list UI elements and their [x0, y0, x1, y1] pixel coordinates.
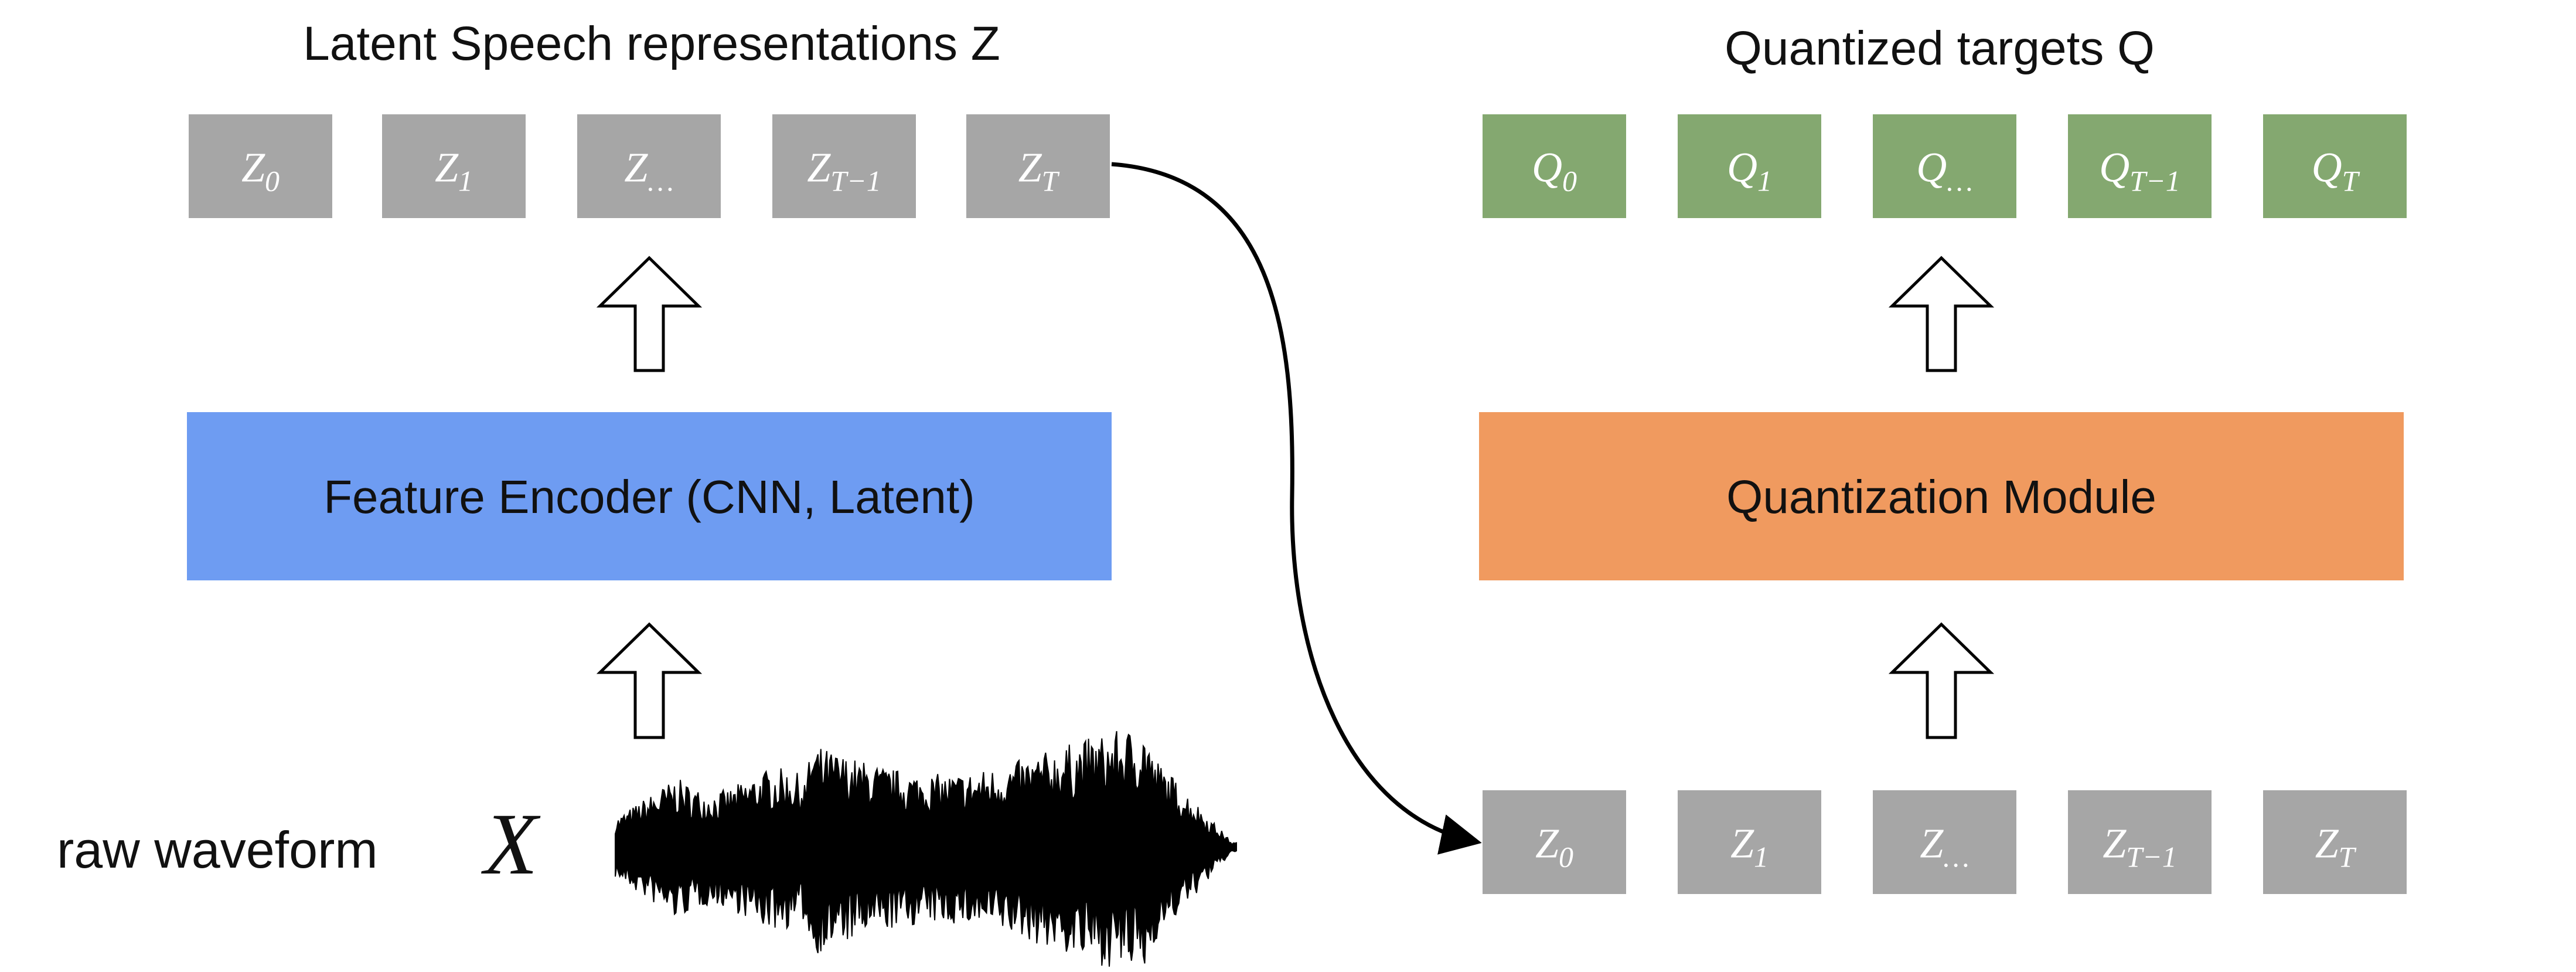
quantized-target-row: Q0 Q1 Q… QT−1 QT: [1483, 114, 2407, 218]
quantizer-input: ZT: [2263, 790, 2407, 894]
quantizer-input: Z…: [1873, 790, 2016, 894]
quantizer-input: Z0: [1483, 790, 1626, 894]
quantized-target: Q0: [1483, 114, 1626, 218]
feature-encoder-label: Feature Encoder (CNN, Latent): [323, 471, 975, 523]
quantizer-input-label: Z0: [1535, 820, 1573, 874]
latent-token-row: Z0 Z1 Z… ZT−1 ZT: [189, 114, 1110, 218]
block-arrows: [596, 256, 1995, 739]
latent-token-label: ZT−1: [807, 144, 881, 198]
quantized-target-label: Q…: [1916, 144, 1972, 198]
quantized-target: Q…: [1873, 114, 2016, 218]
quantized-target-box: [1483, 114, 1626, 218]
quantizer-input-label: Z1: [1730, 820, 1769, 874]
quantized-target-box: [2263, 114, 2407, 218]
quantizer-input-box: [2263, 790, 2407, 894]
quantizer-input: ZT−1: [2068, 790, 2212, 894]
quantized-target-label: Q1: [1727, 144, 1772, 198]
arrow-waveform-to-encoder: [596, 622, 703, 739]
quantizer-input-box: [1873, 790, 2016, 894]
quantizer-input-box: [1483, 790, 1626, 894]
feature-encoder-block: Feature Encoder (CNN, Latent): [187, 412, 1112, 580]
latent-token-label: Z0: [241, 144, 280, 198]
quantized-target-label: QT: [2312, 144, 2360, 198]
waveform-graphic: [615, 731, 1237, 967]
raw-waveform-label: raw waveform: [57, 821, 378, 879]
arrow-module-to-targets: [1888, 256, 1995, 372]
quantization-module-label: Quantization Module: [1726, 471, 2156, 523]
quantizer-input-label: ZT−1: [2103, 820, 2177, 874]
quantized-target-label: Q0: [1532, 144, 1577, 198]
quantizer-input-box: [2068, 790, 2212, 894]
latent-token-label: Z1: [435, 144, 473, 198]
quantized-target: Q1: [1678, 114, 1821, 218]
latent-token-label: ZT: [1018, 144, 1060, 198]
latent-token: ZT: [966, 114, 1110, 218]
latent-token-box: [772, 114, 916, 218]
quantized-target-box: [1678, 114, 1821, 218]
latent-token-box: [577, 114, 721, 218]
latent-token: ZT−1: [772, 114, 916, 218]
latent-title: Latent Speech representations Z: [303, 17, 1000, 70]
quantized-target-box: [2068, 114, 2212, 218]
quantized-title: Quantized targets Q: [1725, 22, 2155, 75]
quantization-module-block: Quantization Module: [1479, 412, 2404, 580]
arrow-encoder-to-latent: [596, 256, 703, 372]
quantized-target: QT: [2263, 114, 2407, 218]
quantizer-input-label: Z…: [1920, 820, 1970, 874]
latent-token: Z…: [577, 114, 721, 218]
input-variable-x: X: [481, 796, 541, 893]
latent-token-box: [382, 114, 526, 218]
quantizer-input-label: ZT: [2315, 820, 2357, 874]
quantized-target-label: QT−1: [2099, 144, 2180, 198]
latent-token: Z1: [382, 114, 526, 218]
latent-token-box: [189, 114, 332, 218]
quantizer-input: Z1: [1678, 790, 1821, 894]
latent-token-box: [966, 114, 1110, 218]
arrow-inputs-to-module: [1888, 622, 1995, 739]
latent-token-label: Z…: [624, 144, 674, 198]
quantized-target-box: [1873, 114, 2016, 218]
connector-curve: [1111, 162, 1482, 855]
latent-token: Z0: [189, 114, 332, 218]
quantizer-input-box: [1678, 790, 1821, 894]
quantized-target: QT−1: [2068, 114, 2212, 218]
quantizer-input-row: Z0 Z1 Z… ZT−1 ZT: [1483, 790, 2407, 894]
